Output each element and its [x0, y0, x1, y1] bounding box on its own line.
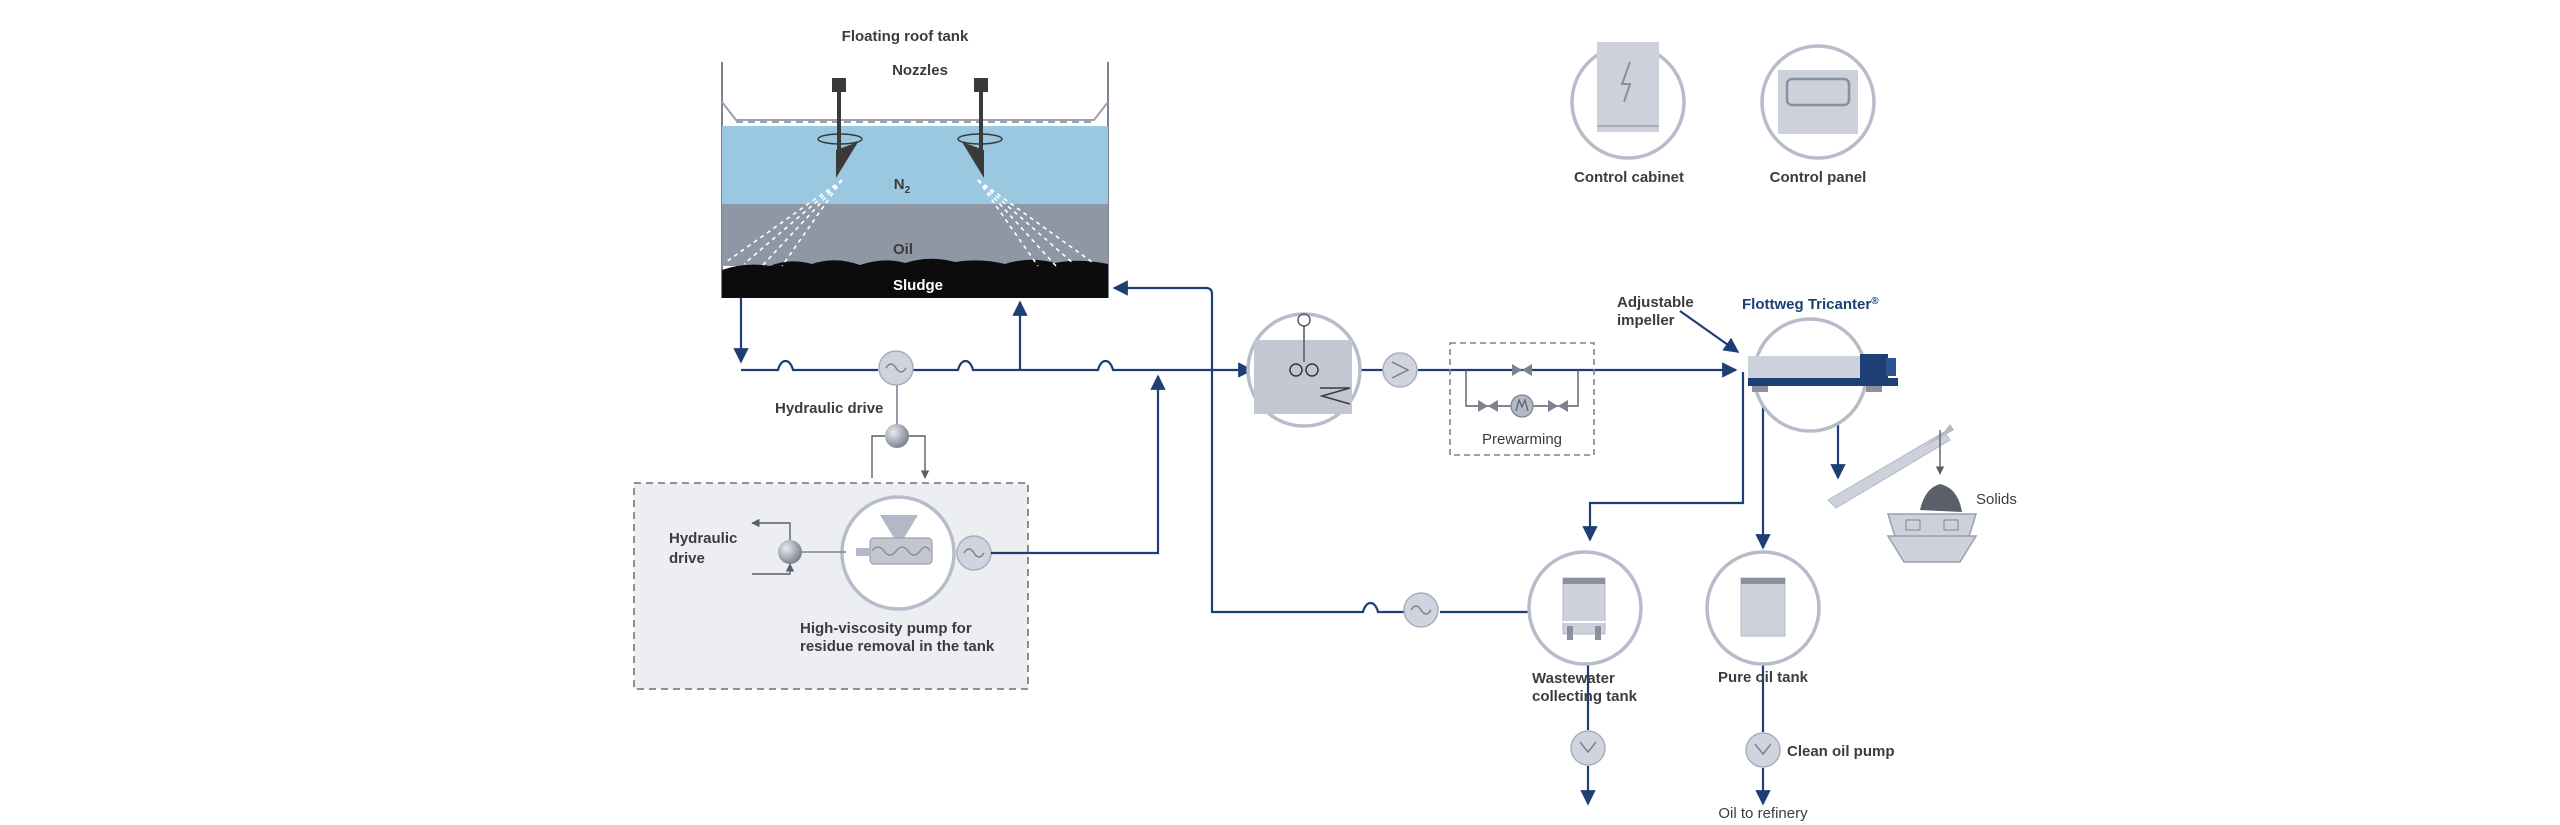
display-panel-icon — [1785, 77, 1851, 107]
pump-label-2: residue removal in the tank — [800, 638, 995, 655]
high-viscosity-pump-box: Hydraulic drive High-viscosity pump for … — [633, 482, 1029, 690]
sludge-layer — [722, 258, 1108, 298]
flottweg-tricanter: Adjustable impeller Flottweg Tricanter® — [1617, 294, 1898, 433]
heating-tank — [1246, 312, 1362, 428]
pump-label-1: High-viscosity pump for — [800, 620, 972, 637]
hydraulic-drive-top: Hydraulic drive — [775, 384, 930, 479]
oil-layer — [722, 204, 1108, 266]
floating-roof — [721, 101, 1109, 121]
transfer-pump — [1382, 352, 1418, 388]
hydraulic-drive-motor-lower — [778, 540, 802, 564]
nozzle-left — [725, 78, 863, 267]
feed-pump — [878, 350, 914, 386]
sludge-label: Sludge — [893, 277, 943, 294]
wastewater-pump — [1570, 730, 1606, 766]
oil-label: Oil — [893, 241, 913, 258]
wastewater-label-2: collecting tank — [1532, 688, 1638, 705]
wastewater-inlet-pump — [1403, 592, 1439, 628]
solids-label: Solids — [1976, 491, 2017, 508]
clean-oil-pump: Clean oil pump — [1745, 732, 1895, 768]
solids-conveyor: Solids — [1827, 424, 2017, 563]
control-cabinet-label: Control cabinet — [1574, 169, 1684, 186]
nozzles-label: Nozzles — [892, 62, 948, 79]
clean-oil-pump-label: Clean oil pump — [1787, 743, 1895, 760]
n2-label: N2 — [894, 176, 911, 196]
n2-layer — [722, 126, 1108, 204]
oil-to-refinery-label: Oil to refinery — [1718, 805, 1808, 822]
impeller-label-1: Adjustable — [1617, 294, 1694, 311]
wastewater-label-1: Wastewater — [1532, 670, 1615, 687]
hydraulic-drive-label-top: Hydraulic drive — [775, 400, 883, 417]
pump-symbol-box — [956, 535, 992, 571]
hydraulic-drive-label-2: drive — [669, 550, 705, 567]
tank-title: Floating roof tank — [842, 28, 969, 45]
floating-roof-tank: Floating roof tank Nozzles N2 Oil Sludge — [721, 28, 1109, 298]
tricanter-label: Flottweg Tricanter® — [1742, 296, 1879, 313]
hydraulic-drive-label-1: Hydraulic — [669, 530, 737, 547]
control-panel: Control panel — [1760, 44, 1876, 186]
control-panel-label: Control panel — [1770, 169, 1867, 186]
nozzle-right — [957, 78, 1093, 267]
lightning-icon — [1620, 61, 1632, 103]
prewarming-label: Prewarming — [1482, 431, 1562, 448]
wastewater-collecting-tank: Wastewater collecting tank — [1527, 550, 1643, 705]
prewarming-unit: Prewarming — [1449, 342, 1595, 456]
control-cabinet: Control cabinet — [1570, 42, 1686, 186]
pure-oil-tank-label: Pure oil tank — [1718, 669, 1809, 686]
impeller-label-2: impeller — [1617, 312, 1675, 329]
pure-oil-tank: Pure oil tank — [1705, 550, 1821, 686]
